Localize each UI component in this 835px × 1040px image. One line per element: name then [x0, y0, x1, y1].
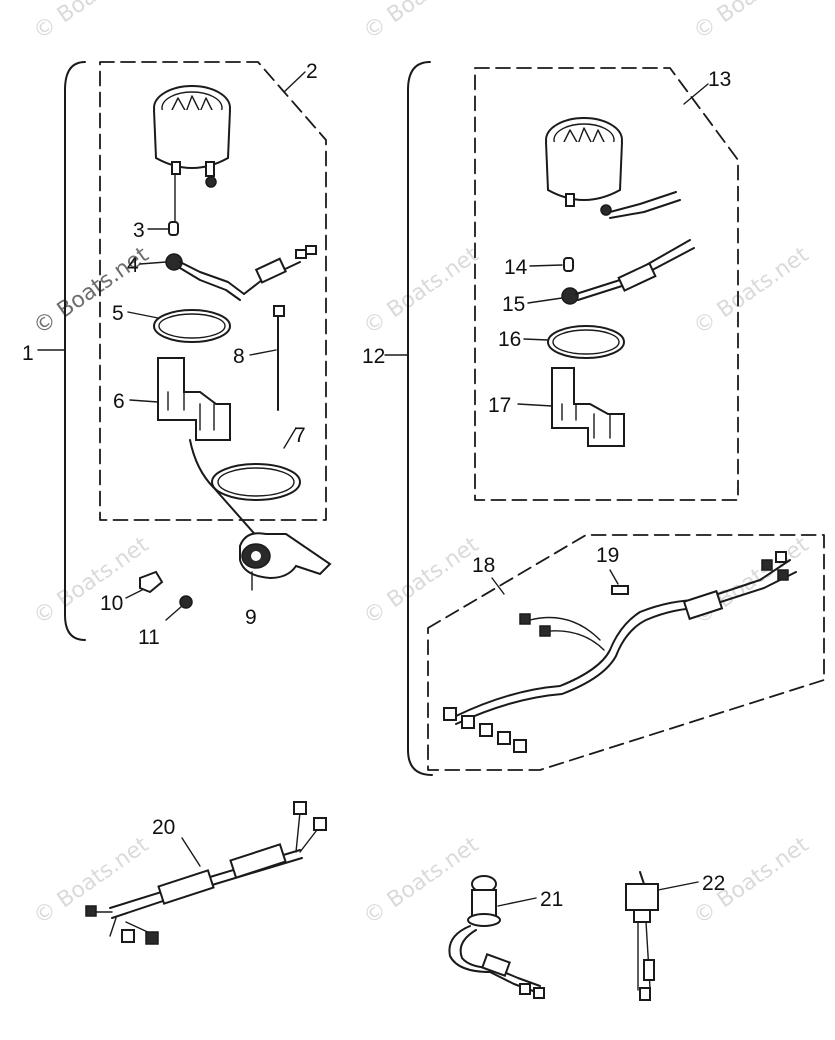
kit-12-bracket	[407, 61, 433, 776]
socket-wire-icon	[561, 239, 695, 305]
leader-line	[249, 349, 277, 356]
leader-line	[283, 71, 306, 93]
callout-7: 7	[294, 424, 306, 447]
key-switch-icon	[448, 875, 545, 999]
gauge-meter-icon	[153, 85, 231, 188]
o-ring-icon	[547, 325, 625, 359]
callout-20: 20	[152, 816, 175, 839]
leader-line	[527, 297, 563, 304]
callout-5: 5	[112, 302, 124, 325]
callout-17: 17	[488, 394, 511, 417]
callout-9: 9	[245, 606, 257, 629]
callouts: 1 2 3 4 5 6 7 8 9 10 11 12 13 14 15 16 1…	[22, 60, 731, 911]
kit-18-dashed-box	[427, 534, 825, 771]
leader-line	[127, 311, 159, 319]
watermark: © Boats.net	[359, 242, 484, 340]
toggle-switch-icon	[625, 871, 659, 1001]
callout-8: 8	[233, 345, 245, 368]
callout-14: 14	[504, 256, 528, 279]
leader-line	[657, 881, 699, 891]
watermark: © Boats.net	[29, 532, 154, 630]
leader-line	[139, 261, 167, 265]
watermark: © Boats.net	[359, 532, 484, 630]
kit-1-bracket	[64, 61, 86, 641]
leader-line	[683, 83, 709, 105]
watermark: © Boats.net	[359, 0, 484, 45]
leader-line	[529, 264, 563, 267]
callout-1: 1	[22, 342, 34, 365]
callout-12: 12	[362, 345, 385, 368]
kit-2-dashed-box	[99, 61, 327, 521]
watermark: © Boats.net	[689, 242, 814, 340]
extension-harness-icon	[85, 801, 327, 945]
watermark: © Boats.net	[689, 532, 814, 630]
wire-harness-icon	[443, 551, 797, 753]
leader-line	[125, 589, 143, 599]
bulb-icon	[563, 257, 574, 272]
leader-line	[517, 403, 553, 407]
leader-line	[129, 399, 159, 403]
callout-11: 11	[138, 626, 160, 649]
callout-6: 6	[113, 390, 125, 413]
watermark: © Boats.net	[689, 0, 814, 45]
leader-line	[523, 338, 549, 341]
bulb-icon	[168, 221, 179, 236]
callout-2: 2	[306, 60, 318, 83]
callout-18: 18	[472, 554, 495, 577]
leader-line	[497, 897, 537, 907]
screw-icon	[179, 595, 193, 609]
leader-line	[181, 837, 201, 867]
fuse-icon	[611, 585, 629, 595]
callout-4: 4	[127, 254, 139, 277]
leader-line	[165, 605, 183, 621]
watermark: © Boats.net	[29, 0, 154, 45]
callout-15: 15	[502, 293, 525, 316]
gauge-meter-icon	[545, 117, 681, 219]
callout-16: 16	[498, 328, 521, 351]
callout-10: 10	[100, 592, 123, 615]
sender-unit-icon	[239, 532, 332, 580]
bracket-icon	[551, 367, 625, 447]
callout-3: 3	[133, 219, 145, 242]
socket-wire-icon	[165, 245, 317, 301]
leader-line	[491, 577, 505, 595]
watermark: © Boats.net	[359, 832, 484, 930]
o-ring-icon	[153, 309, 231, 343]
leader-line	[283, 427, 297, 449]
callout-22: 22	[702, 872, 725, 895]
callout-21: 21	[540, 888, 563, 911]
bracket-icon	[157, 357, 231, 441]
cable-coil-icon	[189, 439, 301, 541]
leader-line	[609, 569, 619, 585]
callout-19: 19	[596, 544, 619, 567]
clip-icon	[139, 570, 164, 594]
callout-13: 13	[708, 68, 731, 91]
watermarks: © Boats.net © Boats.net © Boats.net © Bo…	[29, 0, 814, 930]
